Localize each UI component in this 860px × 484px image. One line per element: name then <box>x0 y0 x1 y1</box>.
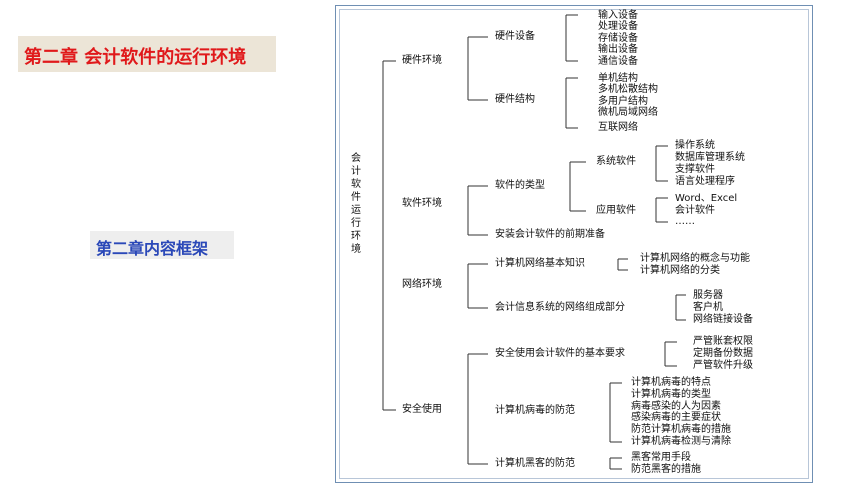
leaf: 防范计算机病毒的措施 <box>631 424 731 435</box>
leaf: 单机结构 <box>598 73 638 84</box>
leaf: 语言处理程序 <box>675 176 735 187</box>
node-network-basics: 计算机网络基本知识 <box>495 258 585 269</box>
node-system-software: 系统软件 <box>596 156 636 167</box>
branch-network-env: 网络环境 <box>402 279 442 290</box>
leaf: 数据库管理系统 <box>675 152 745 163</box>
leaf: 感染病毒的主要症状 <box>631 412 721 423</box>
framework-label: 第二章内容框架 <box>96 239 209 258</box>
node-hardware-structure: 硬件结构 <box>495 94 535 105</box>
leaf: 多用户结构 <box>598 96 648 107</box>
root-node: 会计软件运行环境 <box>351 153 361 255</box>
leaf: 微机局域网络 <box>598 107 658 118</box>
leaf: 支撑软件 <box>675 164 715 175</box>
node-application-software: 应用软件 <box>596 205 636 216</box>
leaf: 存储设备 <box>598 33 638 44</box>
leaf: 计算机网络的概念与功能 <box>640 253 750 264</box>
leaf: 严管软件升级 <box>693 360 753 371</box>
node-software-types: 软件的类型 <box>495 180 545 191</box>
leaf: 互联网络 <box>598 122 638 133</box>
node-hacker-prevention: 计算机黑客的防范 <box>495 458 575 469</box>
node-safe-use-requirements: 安全使用会计软件的基本要求 <box>495 348 625 359</box>
leaf: 计算机病毒的类型 <box>631 389 711 400</box>
leaf: 操作系统 <box>675 140 715 151</box>
leaf: 计算机网络的分类 <box>640 265 720 276</box>
leaf: …… <box>675 216 695 227</box>
leaf: 严管账套权限 <box>693 336 753 347</box>
leaf: 定期备份数据 <box>693 348 753 359</box>
branch-software-env: 软件环境 <box>402 198 442 209</box>
node-network-components: 会计信息系统的网络组成部分 <box>495 302 625 313</box>
leaf: 计算机病毒的特点 <box>631 377 711 388</box>
leaf: 网络链接设备 <box>693 314 753 325</box>
leaf: 计算机病毒检测与清除 <box>631 436 731 447</box>
leaf: 处理设备 <box>598 21 638 32</box>
leaf: 服务器 <box>693 290 723 301</box>
leaf: 病毒感染的人为因素 <box>631 401 721 412</box>
branch-hardware-env: 硬件环境 <box>402 55 442 66</box>
leaf: 多机松散结构 <box>598 84 658 95</box>
leaf: Word、Excel <box>675 193 738 204</box>
leaf: 客户机 <box>693 302 723 313</box>
leaf: 输出设备 <box>598 44 638 55</box>
node-virus-prevention: 计算机病毒的防范 <box>495 405 575 416</box>
framework-label-box: 第二章内容框架 <box>90 231 234 259</box>
leaf: 黑客常用手段 <box>631 452 691 463</box>
branch-safe-use: 安全使用 <box>402 404 442 415</box>
chapter-title-box: 第二章 会计软件的运行环境 <box>18 36 276 72</box>
leaf: 通信设备 <box>598 56 638 67</box>
leaf: 输入设备 <box>598 10 638 21</box>
node-hardware-devices: 硬件设备 <box>495 31 535 42</box>
leaf: 防范黑客的措施 <box>631 464 701 475</box>
chapter-title: 第二章 会计软件的运行环境 <box>24 47 247 68</box>
diagram-frame <box>335 5 813 483</box>
node-install-prep: 安装会计软件的前期准备 <box>495 229 605 240</box>
diagram-frame-inner <box>339 9 809 479</box>
leaf: 会计软件 <box>675 205 715 216</box>
